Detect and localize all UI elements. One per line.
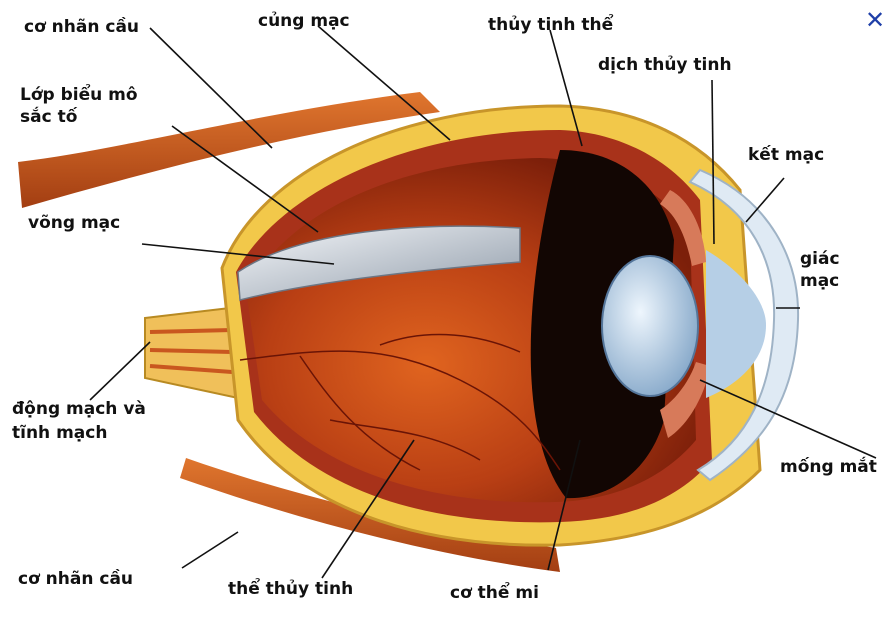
anterior-chamber-shape <box>706 250 766 398</box>
label-conjunctiva: kết mạc <box>748 144 824 166</box>
lens-shape <box>602 256 698 396</box>
label-ciliary-body: cơ thể mi <box>450 582 539 604</box>
label-sclera: củng mạc <box>258 10 350 32</box>
label-lens: thủy tinh thể <box>488 14 613 36</box>
label-vessels-line2: tĩnh mạch <box>12 422 107 444</box>
label-cornea-line2: mạc <box>800 270 839 292</box>
label-extraocular-muscle-top: cơ nhãn cầu <box>24 16 139 38</box>
label-extraocular-muscle-bottom: cơ nhãn cầu <box>18 568 133 590</box>
label-vitreous-body: thể thủy tinh <box>228 578 353 600</box>
label-retina: võng mạc <box>28 212 120 234</box>
label-iris: mống mắt <box>780 456 877 478</box>
label-vessels-line1: động mạch và <box>12 398 146 420</box>
label-pigment-epithelium-line1: Lớp biểu mô <box>20 84 138 106</box>
label-cornea-line1: giác <box>800 248 840 270</box>
close-icon[interactable]: ✕ <box>864 8 886 32</box>
label-pigment-epithelium-line2: sắc tố <box>20 106 77 128</box>
label-aqueous-humor: dịch thủy tinh <box>598 54 732 76</box>
